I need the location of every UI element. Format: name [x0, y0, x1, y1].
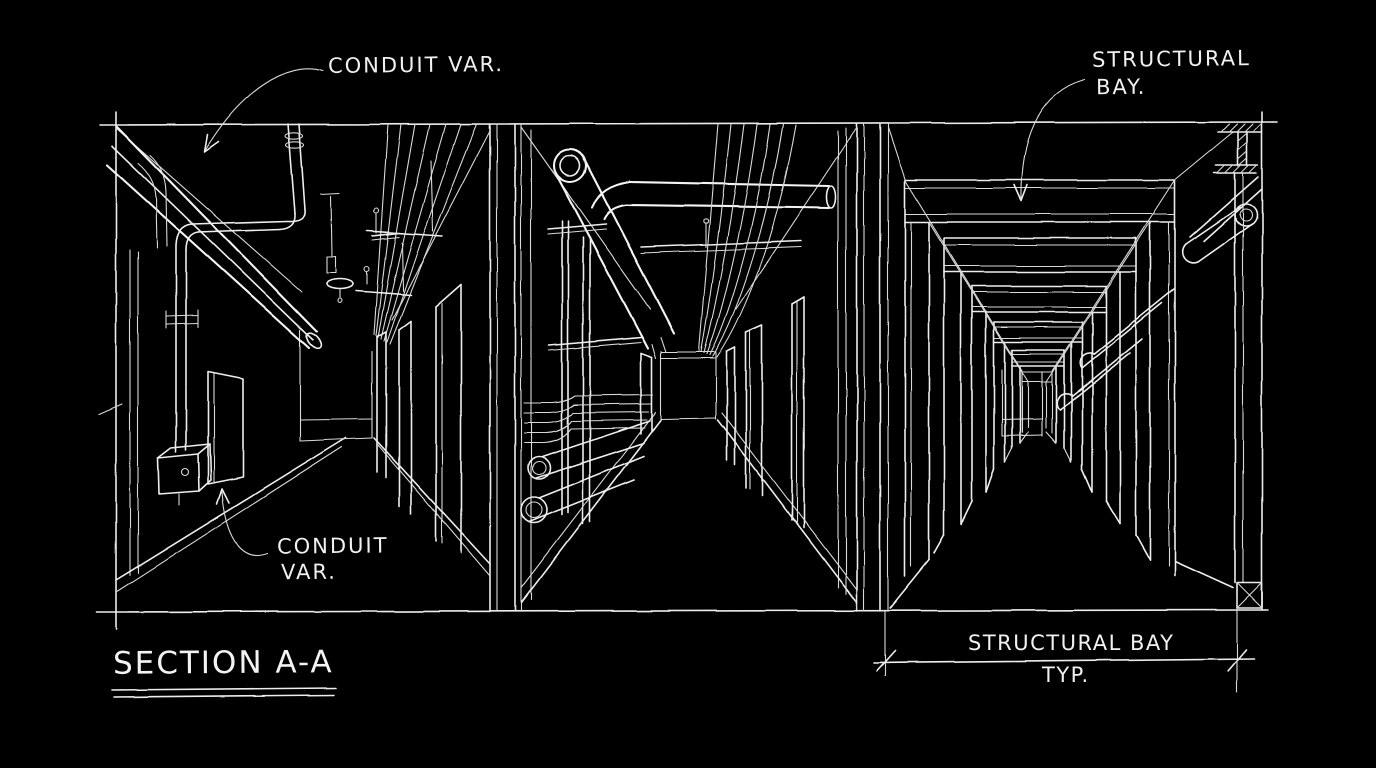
- panel-right-structural: [879, 123, 1263, 612]
- section-title: SECTION A-A: [112, 644, 334, 682]
- annotation-structural-bay-line2: BAY.: [1095, 74, 1147, 100]
- leader-conduit-var-top: [203, 68, 324, 153]
- dimension-linework: [873, 595, 1255, 693]
- title-underline: [111, 687, 337, 698]
- leader-conduit-var-bottom: [216, 488, 269, 556]
- panel-left-corridor: [98, 123, 498, 612]
- leader-structural-bay: [1013, 79, 1085, 202]
- annotation-structural-bay-line1: STRUCTURAL: [1091, 46, 1251, 72]
- dimension-qualifier: TYP.: [1042, 663, 1090, 687]
- dimension-label: STRUCTURAL BAY: [968, 631, 1175, 655]
- annotation-conduit-var-bottom-line2: VAR.: [280, 559, 338, 585]
- annotation-conduit-var-top: CONDUIT VAR.: [327, 52, 505, 78]
- panel-middle-corridor: [514, 123, 865, 612]
- annotation-conduit-var-bottom-line1: CONDUIT: [276, 533, 389, 559]
- drawing-frame: [96, 111, 1278, 630]
